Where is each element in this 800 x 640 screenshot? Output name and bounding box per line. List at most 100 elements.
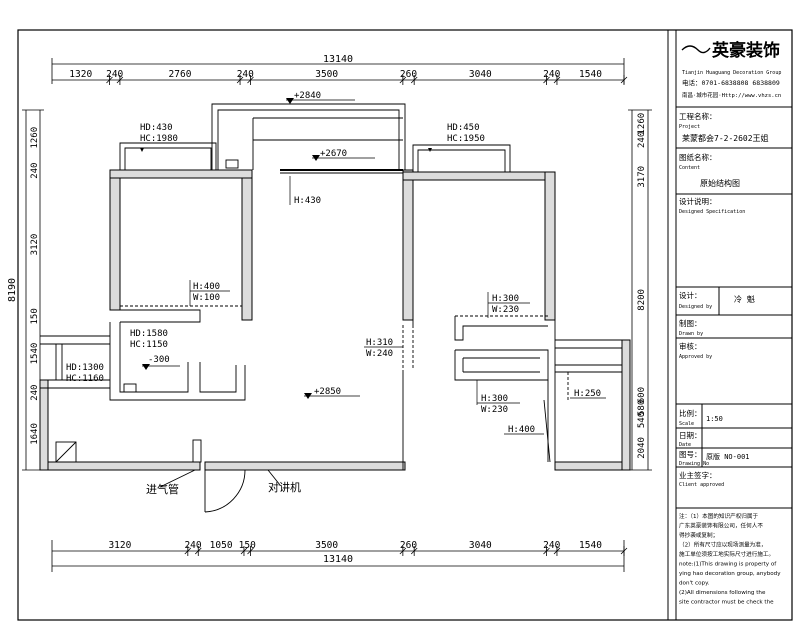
drawer-label: 制图：	[679, 318, 702, 328]
client-label-en: Client approved	[679, 482, 724, 488]
dimension-segment-label: 240	[543, 540, 560, 551]
designer-value: 冷 魁	[734, 294, 755, 304]
dimension-slash	[410, 547, 418, 555]
dimension-segment-label: 580	[637, 400, 647, 416]
dimension-segment-label: 2040	[637, 437, 647, 459]
beam-400-w: W:100	[193, 293, 220, 303]
title-block	[667, 30, 792, 620]
dimension-slash	[553, 547, 561, 555]
dimension-segment-label: 1540	[30, 343, 40, 365]
note-line: （2）所有尺寸应以现场测量为准，	[679, 541, 766, 549]
dimension-segment-label: 3170	[637, 166, 647, 188]
dimension-segment-label: 240	[237, 69, 254, 80]
dimension-segment-label: 1050	[210, 540, 233, 551]
note-line: 得抄袭或复制；	[679, 531, 718, 539]
beam-400-h: H:400	[193, 282, 220, 292]
project-label: 工程名称：	[679, 111, 717, 121]
dimension-segment-label: 600	[637, 387, 647, 403]
client-label: 业主签字：	[679, 470, 717, 480]
design-spec-label-en: Designed Specification	[679, 209, 745, 215]
beam-300b-w: W:230	[481, 405, 508, 415]
window-left-hd: HD:430	[140, 123, 173, 133]
dimension-segment-label: 3120	[108, 540, 131, 551]
dimension-segment-label: 8200	[637, 289, 647, 311]
design-spec-label: 设计说明：	[679, 196, 717, 206]
beam-430: H:430	[294, 196, 321, 206]
company-line-2: 电话：0701-6838808 6838809	[682, 78, 780, 87]
bottom-total-dimension: 13140	[323, 554, 353, 565]
dimension-slash	[106, 76, 113, 84]
dimension-segment-label: 260	[400, 540, 417, 551]
beam-300a-w: W:230	[492, 305, 519, 315]
dimension-slash	[240, 547, 248, 555]
note-line: 注：（1）本图的知识产权归属于	[679, 512, 758, 520]
drawing-name-label-en: Content	[679, 165, 700, 171]
review-label-en: Approved by	[679, 354, 712, 360]
dimension-segment-label: 1320	[69, 69, 92, 80]
dimension-segment-label: 1260	[30, 127, 40, 149]
dimension-segment-label: 240	[637, 132, 647, 148]
dimension-segment-label: 3040	[469, 540, 492, 551]
level-minus300: -300	[148, 355, 170, 365]
level-2840: +2840	[294, 91, 321, 101]
dimension-segment-label: 150	[239, 540, 256, 551]
dimension-slash	[194, 547, 202, 555]
top-dimensions	[51, 58, 628, 85]
beam-310-h: H:310	[366, 338, 393, 348]
drawing-no-value: 原版 NO-001	[706, 452, 750, 461]
beam-400b: H:400	[508, 425, 535, 435]
project-value: 莱蒙都会7-2-2602王姐	[682, 133, 769, 143]
dimension-slash	[543, 76, 550, 84]
dimension-segment-label: 240	[184, 540, 201, 551]
dimension-segment-label: 540	[637, 412, 647, 428]
dimension-segment-label: 1540	[579, 540, 602, 551]
company-line-1: Tianjin Huaguang Decoration Group	[682, 70, 781, 76]
dimension-slash	[236, 76, 244, 84]
note-line: don't copy.	[679, 581, 710, 587]
title-block-content: 英豪装饰 Tianjin Huaguang Decoration Group 电…	[679, 40, 781, 606]
dimension-segment-label: 260	[400, 69, 417, 80]
level-2850: +2850	[314, 387, 341, 397]
dimension-segment-label: 3120	[30, 234, 40, 256]
dimension-segment-label: 1260	[637, 113, 647, 135]
drawing-name-label: 图纸名称：	[679, 152, 717, 162]
beam-310-w: W:240	[366, 349, 393, 359]
drawer-label-en: Drawn by	[679, 331, 703, 337]
window-right-hd: HD:450	[447, 123, 480, 133]
dimension-segment-label: 240	[30, 385, 40, 401]
window-left-hc: HC:1980	[140, 134, 178, 144]
dimension-slash	[116, 76, 124, 84]
beam-250: H:250	[574, 389, 601, 399]
left-total-dimension: 8190	[7, 278, 18, 302]
dimension-segment-label: 1540	[579, 69, 602, 80]
date-label-en: Date	[679, 442, 691, 448]
door-hd1300: HD:1300	[66, 363, 104, 373]
inlet-pipe-label: 进气管	[146, 482, 179, 496]
plan-annotations: +2840 +2670 +2850 -300 HD:430 HC:1980 HD…	[66, 91, 606, 496]
beam-300a-h: H:300	[492, 294, 519, 304]
walls	[39, 169, 631, 471]
dimension-segment-label: 240	[30, 163, 40, 179]
window-right-hc: HC:1950	[447, 134, 485, 144]
dimension-slash	[553, 76, 561, 84]
beam-300b-h: H:300	[481, 394, 508, 404]
dimension-slash	[410, 76, 418, 84]
top-total-dimension: 13140	[323, 54, 353, 65]
dimension-segment-label: 150	[30, 308, 40, 324]
door-hd1580: HD:1580	[130, 329, 168, 339]
door-hc1160: HC:1160	[66, 374, 104, 384]
scale-label: 比例：	[679, 408, 702, 418]
note-line: 广东英豪装饰有限公司，任何人不	[679, 522, 763, 530]
logo-mark	[681, 45, 711, 54]
dimension-segment-label: 3040	[469, 69, 492, 80]
review-label: 审核：	[679, 341, 702, 351]
designer-label-en: Designed by	[679, 304, 712, 310]
right-dimensions	[628, 109, 652, 471]
note-line: ying hao decoration group, anybody	[679, 571, 781, 577]
drawing-name-value: 原始结构图	[700, 178, 740, 188]
dimension-slash	[247, 76, 254, 84]
dimension-segment-label: 240	[106, 69, 123, 80]
note-line: site contractor must be check the	[679, 600, 774, 606]
dimension-slash	[399, 547, 407, 555]
